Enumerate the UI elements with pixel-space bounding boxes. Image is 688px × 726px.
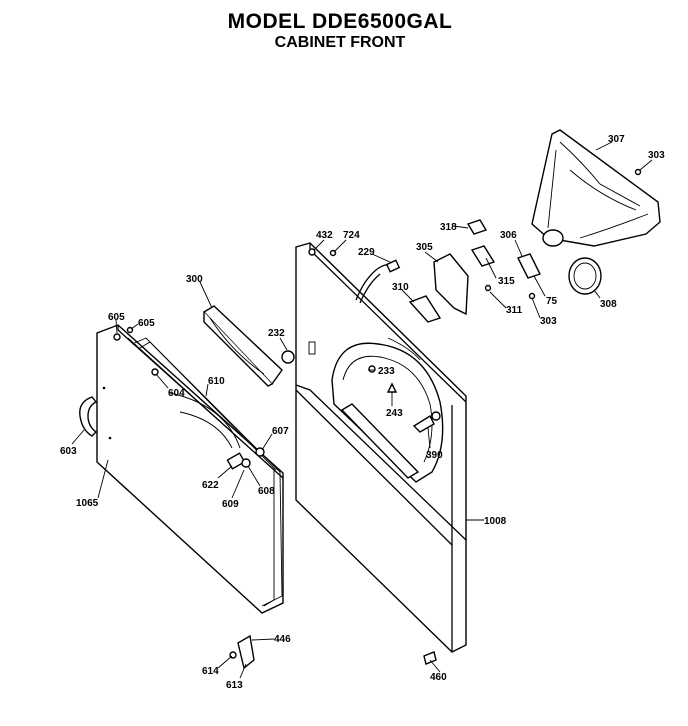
door-inner-seal bbox=[131, 337, 283, 607]
label-608: 608 bbox=[258, 486, 275, 497]
label-724: 724 bbox=[343, 230, 360, 241]
label-446: 446 bbox=[274, 634, 291, 645]
label-605-left: 605 bbox=[108, 312, 125, 323]
label-243: 243 bbox=[386, 408, 403, 419]
label-232: 232 bbox=[268, 328, 285, 339]
duct-307 bbox=[531, 129, 661, 247]
label-613: 613 bbox=[226, 680, 243, 691]
label-603: 603 bbox=[60, 446, 77, 457]
label-614: 614 bbox=[202, 666, 219, 677]
label-622: 622 bbox=[202, 480, 219, 491]
label-432: 432 bbox=[316, 230, 333, 241]
label-75: 75 bbox=[546, 296, 558, 307]
label-300: 300 bbox=[186, 274, 203, 285]
diagram-title: MODEL DDE6500GAL bbox=[227, 10, 453, 33]
label-604: 604 bbox=[168, 388, 185, 399]
label-308: 308 bbox=[600, 299, 617, 310]
label-1008: 1008 bbox=[484, 516, 507, 527]
wire-harness-229 bbox=[355, 259, 401, 304]
label-306: 306 bbox=[500, 230, 517, 241]
leader-lines bbox=[71, 141, 653, 679]
front-panel-small-parts bbox=[308, 248, 441, 665]
label-303-bottom: 303 bbox=[540, 316, 557, 327]
label-310: 310 bbox=[392, 282, 409, 293]
seal-ring-308 bbox=[568, 257, 602, 295]
label-607: 607 bbox=[272, 426, 289, 437]
label-390: 390 bbox=[426, 450, 443, 461]
part-labels: 307 303 318 306 432 724 229 305 315 75 3… bbox=[60, 134, 665, 691]
door-handle-603 bbox=[79, 396, 98, 437]
label-305: 305 bbox=[416, 242, 433, 253]
label-605-right: 605 bbox=[138, 318, 155, 329]
label-233: 233 bbox=[378, 366, 395, 377]
label-307: 307 bbox=[608, 134, 625, 145]
label-229: 229 bbox=[358, 247, 375, 258]
label-460: 460 bbox=[430, 672, 447, 683]
label-318: 318 bbox=[440, 222, 457, 233]
switch-bracket-305 bbox=[408, 253, 469, 323]
label-303-top: 303 bbox=[648, 150, 665, 161]
label-1065: 1065 bbox=[76, 498, 99, 509]
label-609: 609 bbox=[222, 499, 239, 510]
drum-opening bbox=[331, 337, 444, 483]
diagram-subtitle: CABINET FRONT bbox=[274, 34, 406, 51]
label-610: 610 bbox=[208, 376, 225, 387]
switch-parts bbox=[466, 219, 541, 300]
label-311: 311 bbox=[506, 305, 523, 316]
door-hinge-parts bbox=[113, 326, 265, 670]
label-315: 315 bbox=[498, 276, 515, 287]
lint-filter-300 bbox=[202, 305, 295, 387]
